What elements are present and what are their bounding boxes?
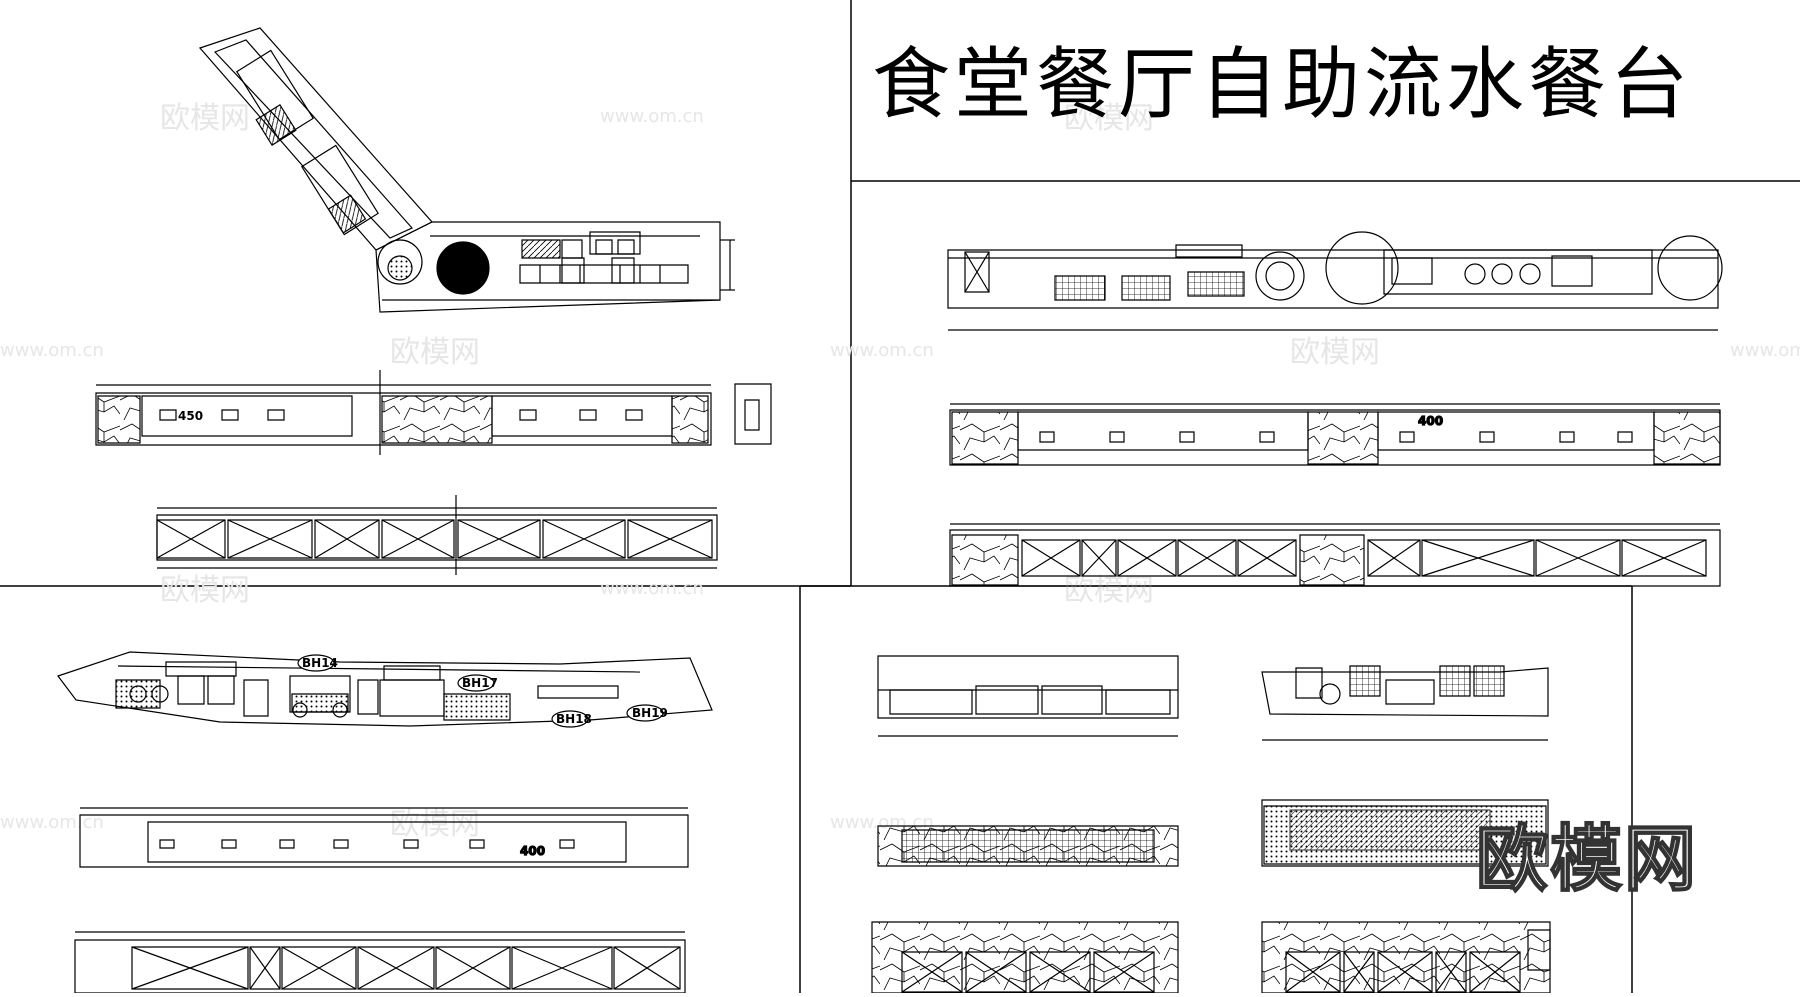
watermark-url: www.om.cn xyxy=(600,106,704,127)
watermark-url: www.om.cn xyxy=(0,340,104,361)
dimension-label: 400 xyxy=(1418,414,1443,428)
elevation-bottom-left-1: 400 xyxy=(80,808,688,867)
elevation-bottom-right-4 xyxy=(1262,922,1550,993)
elevation-bottom-right-1 xyxy=(878,826,1178,866)
plan-curved xyxy=(58,652,712,728)
plan-curved-tags: BH14 BH17 BH18 BH19 xyxy=(302,656,668,726)
cabinet-row xyxy=(157,520,712,558)
dimension-label: 400 xyxy=(520,844,545,858)
elevation-bottom-right-3 xyxy=(872,922,1178,993)
tag-bh17: BH17 xyxy=(462,676,498,690)
watermarks: 欧模网 www.om.cn 欧模网 www.om.cn 欧模网 www.om.c… xyxy=(0,101,1800,842)
watermark-url: www.om.cn xyxy=(1730,340,1800,361)
watermark-brand: 欧模网 xyxy=(390,335,480,370)
plan-angled xyxy=(200,28,735,312)
watermark-brand: 欧模网 xyxy=(160,101,250,136)
brand-logo: 欧模网 xyxy=(1475,816,1699,902)
watermark-brand: 欧模网 xyxy=(1064,101,1154,136)
watermark-brand: 欧模网 xyxy=(160,573,250,608)
watermark-url: www.om.cn xyxy=(830,340,934,361)
elevation-bottom-left-2 xyxy=(75,932,685,993)
page-title: 食堂餐厅自助流水餐台 xyxy=(872,40,1693,130)
plan-straight xyxy=(948,232,1722,330)
watermark-brand: 欧模网 xyxy=(1064,573,1154,608)
plan-small-right xyxy=(1262,666,1548,740)
elevation-top-left-2 xyxy=(157,495,717,575)
watermark-brand: 欧模网 xyxy=(1290,335,1380,370)
elevation-top-left-1 xyxy=(96,370,771,455)
elevation-bottom-right-2 xyxy=(1262,800,1548,866)
elevation-top-right-1: 400 xyxy=(950,404,1720,465)
watermark-url: www.om.cn xyxy=(0,812,104,833)
tag-bh19: BH19 xyxy=(632,706,668,720)
dimension-label: 450 xyxy=(178,409,203,423)
tag-bh14: BH14 xyxy=(302,656,338,670)
watermark-brand: 欧模网 xyxy=(390,807,480,842)
elevation-top-right-2 xyxy=(950,524,1720,586)
tag-bh18: BH18 xyxy=(556,712,592,726)
watermark-url: www.om.cn xyxy=(600,578,704,599)
plan-small-left xyxy=(878,656,1178,736)
